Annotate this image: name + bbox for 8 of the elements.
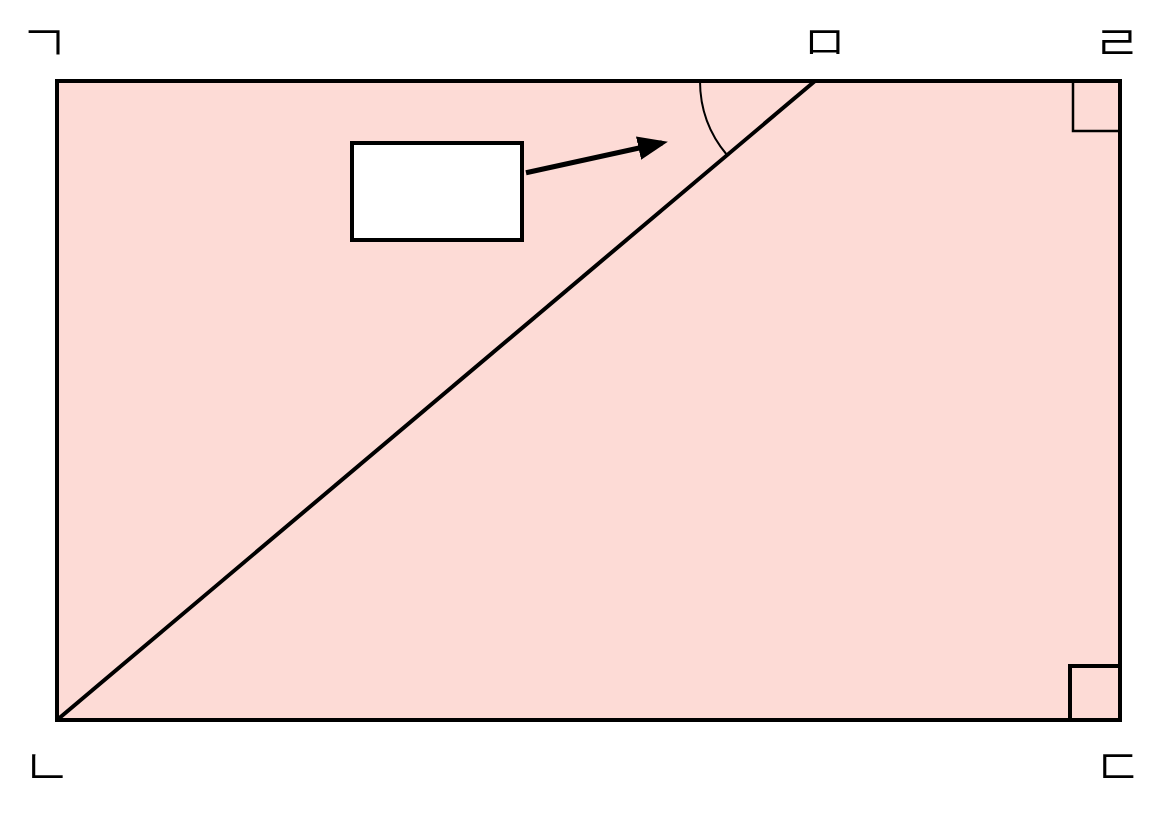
arrow bbox=[525, 136, 668, 176]
blank-box bbox=[350, 141, 524, 242]
vertex-label: ㅁ bbox=[800, 18, 850, 68]
vertex-label: ㄹ bbox=[1092, 18, 1142, 68]
vertex-label: ㄱ bbox=[20, 18, 70, 68]
vertex-label: ㄴ bbox=[22, 742, 72, 792]
angle-arc bbox=[699, 80, 728, 156]
vertex-label: ㄷ bbox=[1094, 742, 1144, 792]
